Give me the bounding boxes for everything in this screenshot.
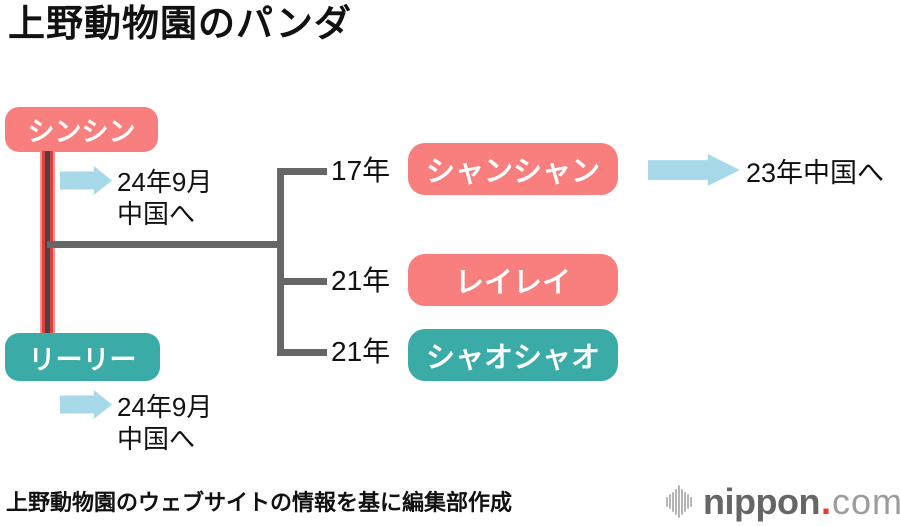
birth-year-label: 21年 <box>331 265 391 296</box>
soundwave-bars-icon <box>666 485 693 518</box>
departure-note: 23年中国へ <box>746 158 885 188</box>
departure-note: 24年9月 中国へ <box>117 391 212 455</box>
departure-note-line: 中国へ <box>117 424 196 454</box>
birth-year-label: 21年 <box>331 336 391 367</box>
parent-pill-riri: リーリー <box>5 333 160 381</box>
child-stub-line <box>277 168 327 175</box>
departure-note-line: 24年9月 <box>117 392 213 422</box>
child-pill-leilei: レイレイ <box>408 254 618 306</box>
birth-year-label: 17年 <box>331 155 391 186</box>
child-pill-xiangxiang: シャンシャン <box>408 143 618 195</box>
page-title: 上野動物園のパンダ <box>8 3 352 44</box>
logo-dot: . <box>820 480 831 522</box>
right-arrow-icon <box>648 154 740 186</box>
logo-wordmark: nippon <box>703 480 820 522</box>
source-credit: 上野動物園のウェブサイトの情報を基に編集部作成 <box>6 490 513 515</box>
logo-tld: com <box>831 480 900 522</box>
departure-note-line: 24年9月 <box>117 167 213 197</box>
children-bracket-line <box>277 168 284 356</box>
right-arrow-icon <box>60 390 112 419</box>
child-pill-xiaoxiao: シャオシャオ <box>408 329 618 381</box>
departure-note: 24年9月 中国へ <box>117 166 212 230</box>
nippon-com-logo: nippon . com <box>666 480 900 522</box>
parent-pill-shinshin: シンシン <box>5 107 158 152</box>
right-arrow-icon <box>60 166 112 195</box>
child-stub-line <box>277 278 327 285</box>
family-branch-line <box>47 241 281 248</box>
departure-note-line: 中国へ <box>117 199 196 229</box>
child-stub-line <box>277 349 327 356</box>
